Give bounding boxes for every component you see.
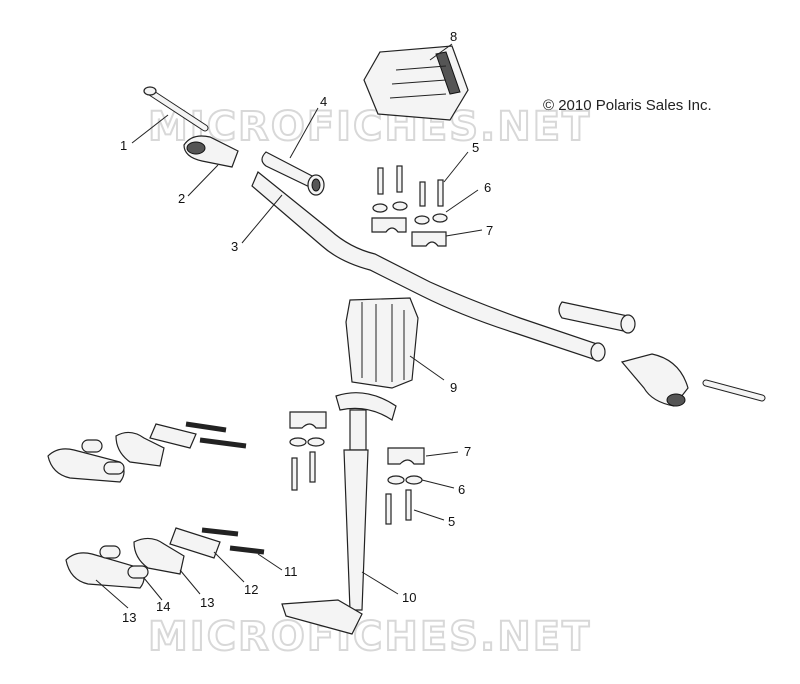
clamp-caps-lower <box>289 411 425 465</box>
callout-4: 4 <box>320 94 327 109</box>
clamp-washers-upper <box>372 201 448 225</box>
callout-1: 1 <box>120 138 127 153</box>
callout-6-lower: 6 <box>458 482 465 497</box>
callout-2: 2 <box>178 191 185 206</box>
clamp-washers-lower <box>289 437 423 485</box>
copyright-notice: © 2010 Polaris Sales Inc. <box>543 97 712 114</box>
handlebar-part-3 <box>251 171 606 362</box>
callout-7-lower: 7 <box>464 444 471 459</box>
clamp-bolts-lower <box>291 451 412 525</box>
callout-13-left: 13 <box>122 610 136 625</box>
grip-tube-right <box>558 301 636 334</box>
callout-5-upper: 5 <box>472 140 479 155</box>
callout-12: 12 <box>244 582 258 597</box>
steering-post-part-10 <box>281 392 397 635</box>
callout-14: 14 <box>156 599 170 614</box>
callout-11: 11 <box>284 564 298 579</box>
pad-cover-part-8 <box>363 45 469 121</box>
grip-end-part-2 <box>183 135 239 168</box>
callout-7-upper: 7 <box>486 223 493 238</box>
bolt-part-1 <box>143 86 209 132</box>
riser-assembly-upper <box>47 421 247 483</box>
watermark-bottom: MICROFICHES.NET <box>148 614 591 660</box>
callout-8: 8 <box>450 29 457 44</box>
grip-end-right <box>620 353 689 407</box>
callout-6-upper: 6 <box>484 180 491 195</box>
clamp-caps-upper <box>371 217 447 247</box>
callouts: 1 2 3 4 8 5 6 7 9 7 6 5 10 11 12 13 14 1… <box>120 29 493 625</box>
callout-5-lower: 5 <box>448 514 455 529</box>
callout-10: 10 <box>402 590 416 605</box>
leader-lines <box>95 43 483 609</box>
bolt-right <box>702 379 766 402</box>
grip-tube-part-4 <box>261 151 325 196</box>
clamp-bolts-upper <box>377 165 444 207</box>
callout-13-right: 13 <box>200 595 214 610</box>
riser-assembly-lower <box>65 527 265 589</box>
callout-3: 3 <box>231 239 238 254</box>
crossbar-pad-part-9 <box>345 297 419 389</box>
callout-9: 9 <box>450 380 457 395</box>
